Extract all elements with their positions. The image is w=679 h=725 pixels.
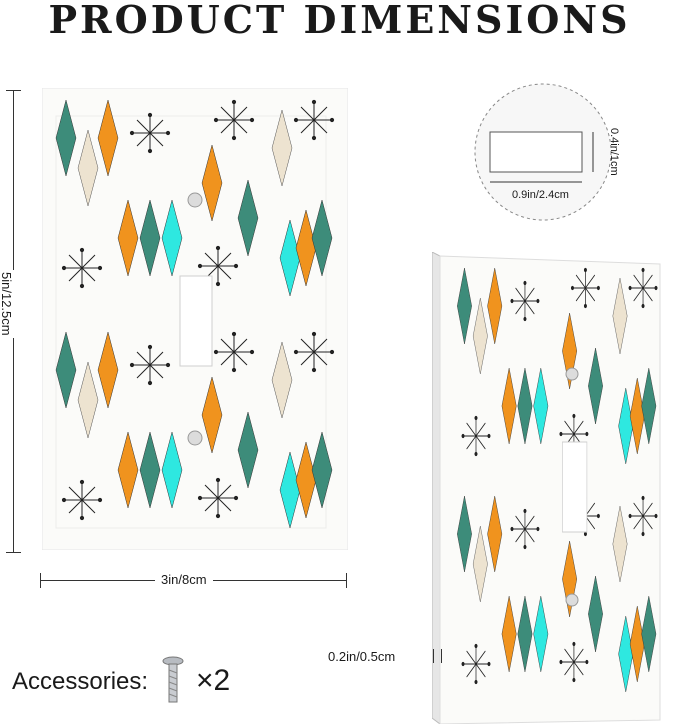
screw-bottom: [187, 430, 203, 446]
thickness-cap-left: [433, 649, 434, 663]
opening-width-label: 0.9in/2.4cm: [512, 189, 569, 201]
width-dimension-cap-right: [346, 573, 347, 588]
height-dimension-cap-bottom: [6, 552, 21, 553]
opening-height-label: 0.4in/1cm: [608, 128, 620, 176]
height-dimension-cap-top: [6, 90, 21, 91]
accessories-label: Accessories:: [12, 668, 149, 695]
opening-detail-circle: [474, 83, 612, 221]
page-title: PRODUCT DIMENSIONS: [48, 0, 631, 42]
accessories-quantity: ×2: [196, 664, 231, 697]
front-switch-plate: [42, 88, 348, 550]
screw-icon: [162, 656, 184, 703]
toggle-opening: [179, 275, 213, 367]
width-dimension-cap-left: [40, 573, 41, 588]
screw-top: [187, 192, 203, 208]
width-label: 3in/8cm: [155, 572, 213, 587]
angled-switch-plate: [432, 252, 661, 724]
height-label: 5in/12.5cm: [0, 270, 14, 338]
thickness-cap-right: [441, 649, 442, 663]
thickness-label: 0.2in/0.5cm: [328, 649, 396, 664]
